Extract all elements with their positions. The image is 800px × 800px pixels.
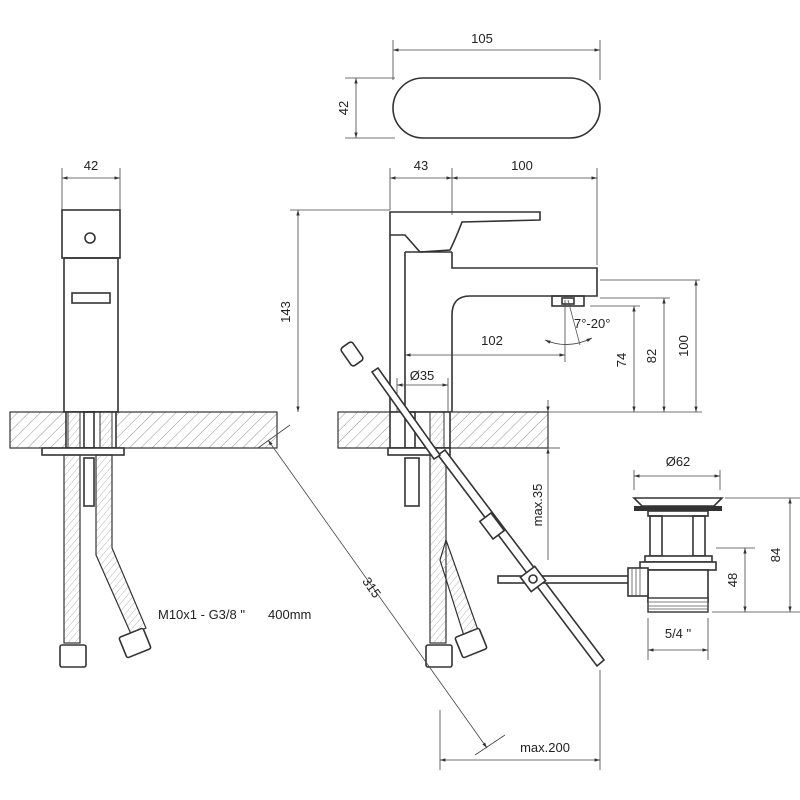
countertop-left [9, 411, 278, 449]
hose-nut [118, 627, 152, 659]
hose-thread-label: M10x1 - G3/8 " [158, 607, 245, 622]
hose-right [95, 454, 147, 635]
dim-hole-diameter: Ø35 [410, 368, 435, 383]
outlet-angle-label: 7°-20° [574, 316, 610, 331]
hose-length-label: 400mm [268, 607, 311, 622]
drain-cap [632, 497, 724, 507]
mounting-stud [404, 457, 420, 507]
dim-drain-thread: 5/4 " [665, 626, 692, 641]
hose-nut [59, 644, 87, 668]
dim-drain-body-height: 48 [725, 573, 740, 587]
dim-outlet-distance: 102 [481, 333, 503, 348]
dim-height: 143 [278, 301, 293, 323]
dim-top-width: 105 [471, 31, 493, 46]
dim-outlet-82: 82 [644, 349, 659, 363]
dim-drain-height: 84 [768, 548, 783, 562]
dim-outlet-74: 74 [614, 353, 629, 367]
drain-side-connector [627, 567, 649, 597]
dim-spout-100: 100 [676, 335, 691, 357]
horizontal-rod [497, 575, 634, 584]
top-view: 105 42 [336, 31, 601, 139]
drain-view: Ø62 84 48 5/4 " [627, 454, 800, 660]
dim-spout-reach: 100 [511, 158, 533, 173]
dim-rod-length: 315 [359, 574, 384, 600]
dim-drain-diameter: Ø62 [666, 454, 691, 469]
popup-knob [340, 341, 364, 367]
dim-body-width: 43 [414, 158, 428, 173]
dim-max-thickness: max.35 [530, 484, 545, 527]
hose-left [63, 454, 81, 644]
handle-block [61, 209, 121, 259]
dimension-line-315 [267, 439, 488, 749]
lever-handle [389, 211, 541, 253]
handle-top-outline [392, 77, 601, 139]
dim-rod-max-reach: max.200 [520, 740, 570, 755]
drain-body [647, 569, 709, 603]
left-view: 42 M10x1 - G3/8 " 400mm [9, 158, 311, 668]
dim-top-depth: 42 [336, 101, 351, 115]
hose-nut [425, 644, 453, 668]
main-view: 43 100 7°-20° 143 102 Ø35 74 82 100 [257, 158, 702, 770]
aerator [551, 295, 585, 307]
dim-left-width: 42 [84, 158, 98, 173]
